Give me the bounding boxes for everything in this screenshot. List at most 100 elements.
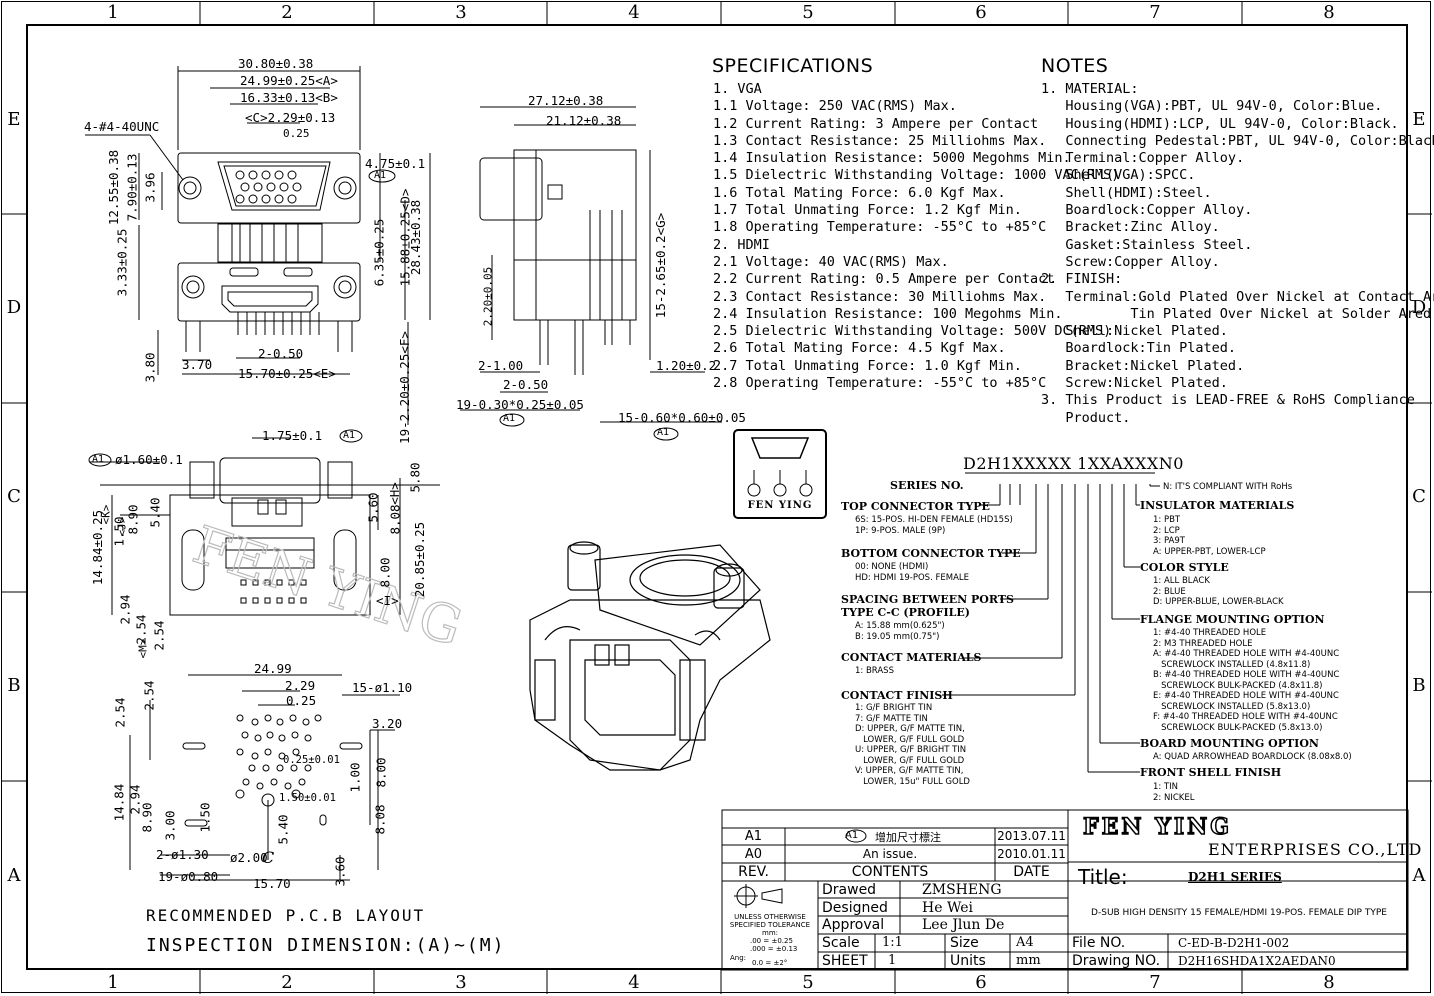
dim-h2: 7.90±0.13	[124, 153, 140, 222]
dim-ft18: <K>	[99, 504, 113, 525]
contact-finish-label: CONTACT FINISH	[841, 689, 953, 702]
rev-row-2-date: 2010.01.11	[997, 847, 1066, 861]
zone-row-label: C	[7, 486, 21, 507]
dim-ft8: 8.00	[377, 557, 393, 588]
date-header: DATE	[1013, 864, 1050, 880]
pcb-hole	[276, 764, 284, 772]
text-line: Product.	[1041, 409, 1131, 426]
text-line: 1.8 Operating Temperature: -55°C to +85°…	[713, 219, 1047, 236]
pcb-hole	[298, 778, 306, 786]
option-line: 2: BLUE	[1153, 586, 1186, 597]
pcb-hole	[278, 734, 286, 742]
text-line: 3. This Product is LEAD-FREE & RoHS Comp…	[1041, 392, 1415, 409]
option-line: LOWER, G/F FULL GOLD	[855, 755, 965, 766]
option-line: SCREWLOCK INSTALLED (4.8x11.8)	[1153, 659, 1311, 670]
solder-pad	[264, 579, 271, 586]
zone-row-label: B	[7, 675, 21, 696]
dim-h1: 12.55±0.38	[106, 149, 122, 226]
pcb-hole	[291, 731, 299, 739]
solder-pad	[252, 597, 259, 604]
dim-r1-tag: A1	[374, 170, 387, 181]
option-line: 2: NICKEL	[1153, 792, 1195, 803]
pcb-hole	[289, 714, 297, 722]
text-line: 2.4 Insulation Resistance: 100 Megohms M…	[713, 305, 1063, 322]
zone-column-label: 5	[802, 972, 814, 993]
dim-p22: 15.70	[253, 876, 291, 891]
vga-pin	[248, 170, 258, 180]
text-line: 1. VGA	[713, 81, 762, 97]
pcb-layout-title: RECOMMENDED P.C.B LAYOUT	[146, 906, 426, 925]
option-line: A: 15.88 mm(0.625")	[855, 621, 945, 631]
solder-pad	[300, 579, 307, 586]
dim-p3: 0.25	[286, 693, 317, 708]
dim-ft6: 8.08	[387, 504, 403, 535]
option-line: D: UPPER-BLUE, LOWER-BLACK	[1153, 597, 1284, 607]
option-line: SCREWLOCK INSTALLED (5.8x13.0)	[1153, 701, 1311, 712]
pcb-hole	[236, 748, 244, 756]
dim-w3: 16.33±0.13<B>	[240, 90, 338, 105]
zone-column-label: 4	[628, 2, 640, 23]
dim-s4: 2.20±0.05	[481, 266, 495, 327]
solder-pad	[264, 597, 271, 604]
option-line: HD: HDMI 19-POS. FEMALE	[855, 572, 969, 583]
dim-r1: 4.75±0.1	[365, 156, 426, 171]
pcb-layout	[129, 674, 400, 881]
dim-s9-tag: A1	[657, 427, 670, 438]
company-logo: FEN YING	[1082, 813, 1233, 841]
zone-row-label: B	[1412, 675, 1426, 696]
dim-ft4: <H>	[386, 482, 402, 505]
board-mount-options: A: QUAD ARROWHEAD BOARDLOCK (8.08x8.0)	[1153, 752, 1352, 763]
logo-text: FEN YING	[747, 500, 813, 511]
zone-row-label: A	[1412, 865, 1426, 886]
dim-s2: 21.12±0.38	[546, 113, 622, 128]
zone-column-label: 8	[1323, 2, 1335, 23]
solder-pad	[252, 579, 259, 586]
dim-b4: 15.70±0.25<E>	[238, 366, 336, 381]
dim-b3: 2-0.50	[258, 346, 304, 361]
zone-column-label: 7	[1149, 2, 1161, 23]
option-line: SCREWLOCK BULK-PACKED (4.8x11.8)	[1153, 680, 1323, 691]
drawing-no-value: D2H16SHDA1X2AEDAN0	[1178, 954, 1336, 968]
solder-pad	[240, 597, 247, 604]
units-label: Units	[950, 953, 986, 969]
dim-p10: 8.00	[373, 757, 389, 788]
top-connector-options: 6S: 15-POS. HI-DEN FEMALE (HD15S)1P: 9-P…	[855, 515, 1013, 536]
notes-list: 1. MATERIAL: Housing(VGA):PBT, UL 94V-0,…	[1041, 81, 1434, 427]
option-line: V: UPPER, G/F MATTE TIN,	[855, 766, 964, 776]
color-style-label: COLOR STYLE	[1140, 561, 1229, 574]
pcb-hole	[242, 778, 250, 786]
dim-p6: 2.54	[112, 697, 128, 728]
option-line: 1: PBT	[1153, 515, 1181, 525]
text-line: 1.4 Insulation Resistance: 5000 Megohms …	[713, 150, 1071, 167]
dim-ft19: <M>	[136, 638, 150, 659]
scale-label: Scale	[822, 935, 860, 951]
inner-frame	[26, 24, 1408, 970]
option-line: A: #4-40 THREADED HOLE WITH #4-40UNC	[1153, 649, 1340, 659]
option-line: 1: ALL BLACK	[1153, 576, 1210, 586]
spacing-label: SPACING BETWEEN PORTS	[841, 593, 1014, 606]
text-line: 2.5 Dielectric Withstanding Voltage: 500…	[713, 323, 1112, 340]
dim-ft17: <J>	[115, 516, 129, 537]
dim-s8: 1.20±0.2	[656, 358, 717, 373]
dim-w2: 24.99±0.25<A>	[240, 73, 338, 88]
pcb-hole	[292, 748, 300, 756]
title-label: Title:	[1078, 865, 1128, 889]
drawing-description: D-SUB HIGH DENSITY 15 FEMALE/HDMI 19-POS…	[1091, 908, 1387, 918]
pcb-hole	[290, 764, 298, 772]
zone-column-label: 5	[802, 2, 814, 23]
option-line: 3: PA9T	[1153, 536, 1185, 546]
dim-p23: 3.60	[332, 856, 348, 887]
tolerance-ang: 0.0 = ±2°	[752, 959, 788, 967]
option-line: 1P: 9-POS. MALE (9P)	[855, 525, 946, 536]
option-line: LOWER, G/F FULL GOLD	[855, 734, 965, 745]
contact-materials-options: 1: BRASS	[855, 666, 894, 677]
text-line: Shell(VGA):SPCC.	[1041, 167, 1196, 184]
dim-w4: <C>2.29±0.13	[245, 110, 336, 125]
bottom-view	[90, 437, 440, 616]
text-line: Shell:Nickel Plated.	[1041, 323, 1228, 340]
part-number-code: D2H1XXXXX 1XXAXXXN0	[963, 454, 1184, 473]
option-line: 7: G/F MATTE TIN	[855, 713, 928, 724]
